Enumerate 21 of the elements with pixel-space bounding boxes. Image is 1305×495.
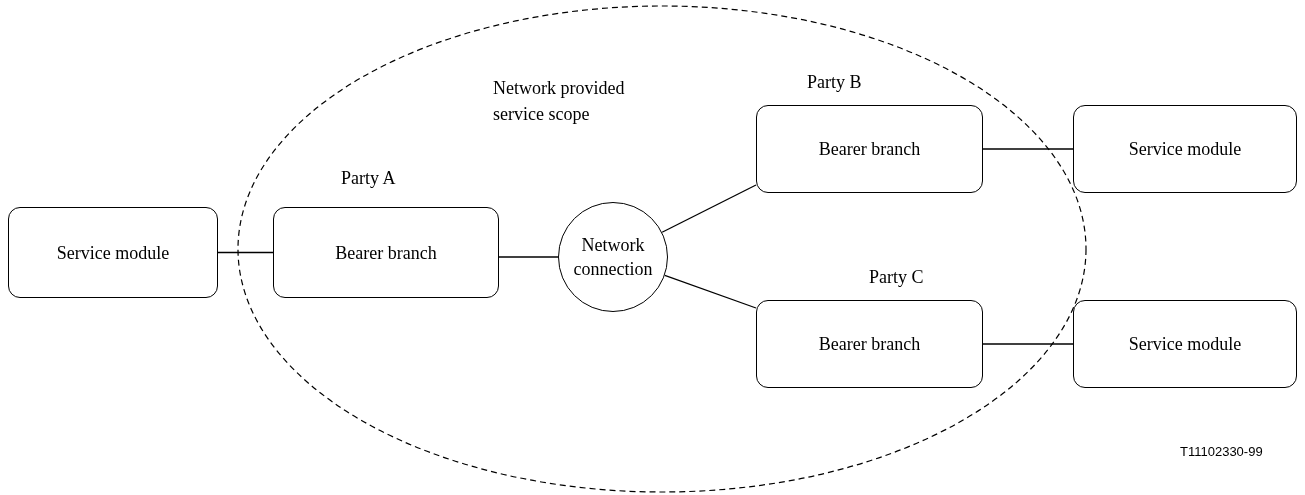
node-label: Service module <box>55 241 171 265</box>
node-label: Network connection <box>572 234 654 281</box>
connector-line <box>498 256 559 258</box>
party-label: Party A <box>341 167 396 190</box>
node-label: Bearer branch <box>334 241 438 265</box>
module-box <box>8 207 218 298</box>
connector-line <box>982 148 1074 150</box>
module-box <box>1073 300 1297 388</box>
connector-line <box>664 274 757 309</box>
node-label: Service module <box>1127 333 1243 356</box>
node-label: Bearer branch <box>817 138 922 161</box>
figure-id: T11102330-99 <box>1180 443 1263 461</box>
module-box <box>1073 105 1297 193</box>
connector-line <box>982 343 1074 345</box>
connector-line <box>661 184 757 233</box>
node-label: Bearer branch <box>817 333 922 356</box>
party-label: Party C <box>869 266 924 289</box>
scope-label: Network provided service scope <box>493 77 626 126</box>
party-label: Party B <box>807 71 862 94</box>
node-label: Service module <box>1127 138 1243 161</box>
connector-line <box>217 251 274 254</box>
